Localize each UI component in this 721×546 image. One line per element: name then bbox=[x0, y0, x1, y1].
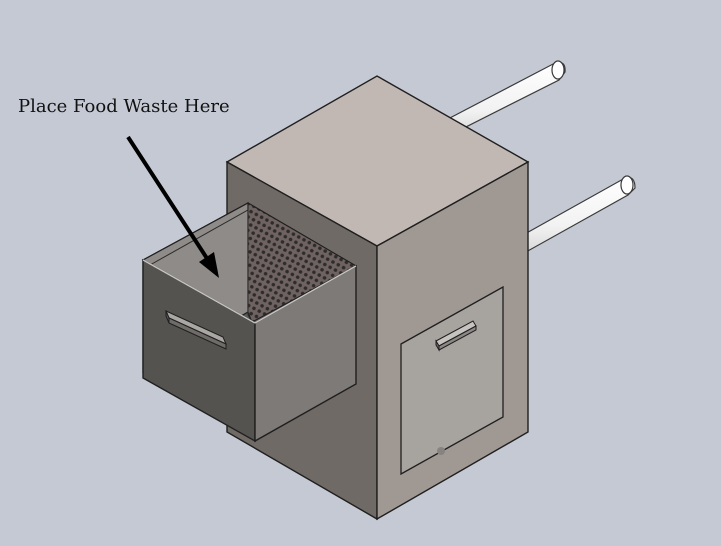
door-knob-dot bbox=[437, 447, 445, 455]
rear-pipes bbox=[445, 60, 636, 253]
arrow-down-right-icon bbox=[126, 135, 219, 278]
door-handle[interactable] bbox=[435, 320, 477, 352]
drawer[interactable] bbox=[141, 201, 358, 443]
drawer-handle[interactable] bbox=[165, 310, 227, 350]
upper-pipe bbox=[445, 60, 566, 137]
annotation-label: Place Food Waste Here bbox=[18, 96, 230, 117]
door-panel[interactable] bbox=[400, 285, 504, 476]
lower-pipe bbox=[522, 175, 636, 253]
